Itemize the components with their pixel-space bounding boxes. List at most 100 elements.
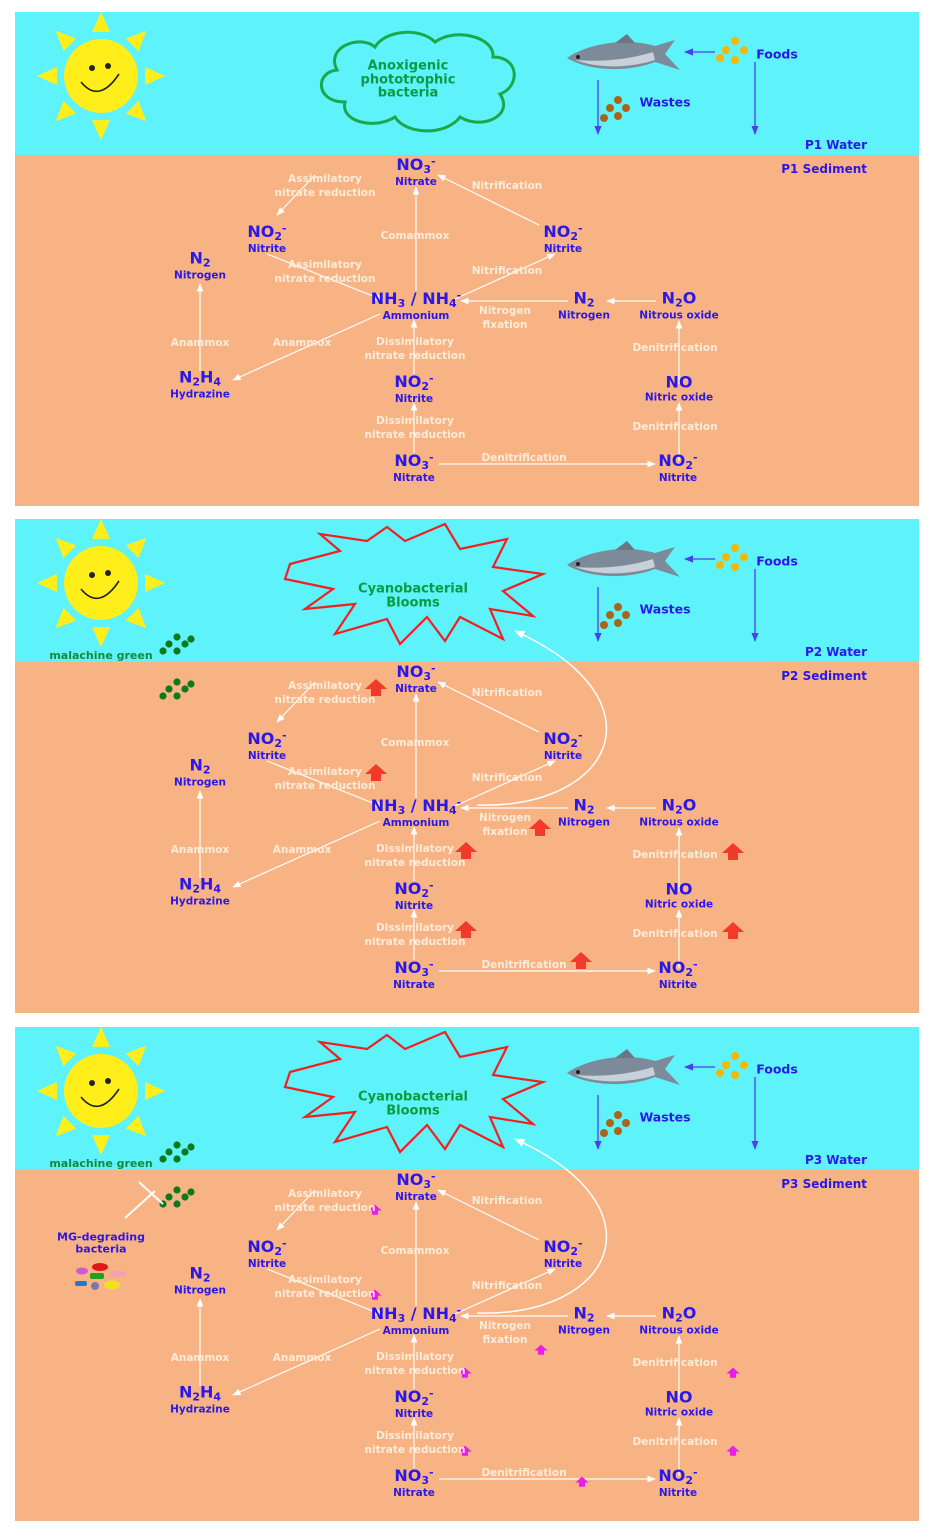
species-name: Nitrite bbox=[394, 392, 434, 405]
species-name: Nitrite bbox=[543, 242, 583, 255]
species-no3-top: NO3-Nitrate bbox=[395, 663, 437, 695]
species-formula: N2 bbox=[189, 248, 211, 270]
species-formula: N2H4 bbox=[178, 1382, 222, 1404]
process-anammox1: Anammox bbox=[170, 336, 230, 349]
species-no2-bot: NO2-Nitrite bbox=[658, 1467, 697, 1499]
increase-arrow-icon bbox=[575, 1476, 589, 1487]
species-formula: NO2- bbox=[394, 372, 434, 394]
species-name: Nitric oxide bbox=[644, 391, 714, 404]
species-name: Nitrite bbox=[543, 1257, 583, 1270]
species-name: Nitrogen bbox=[174, 1284, 226, 1297]
increase-arrow-icon bbox=[365, 679, 387, 696]
process-denit1: Denitrification bbox=[632, 848, 718, 861]
species-name: Nitrogen bbox=[558, 309, 610, 322]
reaction-arrows bbox=[196, 174, 683, 468]
species-formula: N2 bbox=[573, 795, 595, 817]
reaction-arrows bbox=[196, 630, 683, 975]
panel-graphics bbox=[37, 519, 759, 975]
arrow-ammonium-to-hydrazine bbox=[232, 1328, 381, 1396]
species-formula: NO bbox=[665, 1387, 693, 1407]
sun-icon bbox=[37, 12, 165, 140]
species-no2-mid: NO2-Nitrite bbox=[394, 880, 433, 912]
species-formula: NO bbox=[665, 372, 693, 392]
increase-arrow-icon bbox=[722, 922, 744, 939]
sediment-zone-label: P2 Sediment bbox=[781, 669, 867, 683]
species-formula: NO3- bbox=[396, 155, 436, 177]
increase-arrow-icon bbox=[365, 764, 387, 781]
species-name: Ammonium bbox=[382, 1324, 450, 1337]
arrow-assimilatory-to-nitrite bbox=[276, 174, 316, 216]
increase-arrow-icon bbox=[726, 1367, 740, 1378]
species-formula: NH3 / NH4- bbox=[370, 796, 462, 818]
species-name: Ammonium bbox=[382, 309, 450, 322]
species-name: Nitrate bbox=[395, 1190, 437, 1203]
process-denit3: Denitrification bbox=[481, 1466, 567, 1479]
species-name: Nitrous oxide bbox=[639, 309, 719, 322]
species-formula: N2O bbox=[661, 288, 697, 310]
species-no2-right: NO2-Nitrite bbox=[543, 1238, 582, 1270]
species-formula: NO3- bbox=[396, 662, 436, 684]
increase-arrow-icon bbox=[368, 1204, 382, 1215]
species-formula: NO2- bbox=[247, 222, 287, 244]
malachite-green-label: malachine green bbox=[49, 649, 153, 663]
food-dots-icon bbox=[716, 1052, 748, 1079]
process-nitrif1: Nitrification bbox=[471, 1194, 543, 1207]
species-name: Nitrate bbox=[395, 682, 437, 695]
process-anammox2: Anammox bbox=[272, 1351, 332, 1364]
species-nh: NH3 / NH4-Ammonium bbox=[371, 290, 461, 322]
species-no2-left: NO2-Nitrite bbox=[247, 730, 286, 762]
species-no3-top: NO3-Nitrate bbox=[395, 156, 437, 188]
species-name: Nitrite bbox=[247, 1257, 287, 1270]
species-name: Nitrate bbox=[393, 978, 435, 991]
species-formula: N2O bbox=[661, 1303, 697, 1325]
species-formula: N2 bbox=[573, 288, 595, 310]
increase-arrow-icon bbox=[726, 1445, 740, 1456]
species-formula: N2H4 bbox=[178, 874, 222, 896]
foods-label: Foods bbox=[756, 46, 798, 62]
species-formula: NO2- bbox=[247, 1237, 287, 1259]
process-nitrif1: Nitrification bbox=[471, 179, 543, 192]
arrow-assimilatory-to-nitrite bbox=[276, 681, 316, 723]
species-name: Nitrogen bbox=[174, 269, 226, 282]
species-formula: N2 bbox=[573, 1303, 595, 1325]
species-formula: NO bbox=[665, 879, 693, 899]
fish-icon bbox=[567, 541, 680, 577]
species-name: Nitrous oxide bbox=[639, 816, 719, 829]
increase-arrow-icon bbox=[534, 1344, 548, 1355]
arrow-ammonium-to-blooms bbox=[476, 1138, 608, 1314]
species-name: Hydrazine bbox=[170, 895, 230, 908]
species-name: Hydrazine bbox=[170, 388, 230, 401]
species-name: Nitrous oxide bbox=[639, 1324, 719, 1337]
species-formula: NO2- bbox=[658, 958, 698, 980]
process-nitrif2: Nitrification bbox=[471, 264, 543, 277]
arrow-assimilatory-to-nitrite bbox=[276, 1189, 316, 1231]
arrow-nitrification-to-nitrite bbox=[454, 253, 556, 300]
arrow-nitrification-to-nitrite bbox=[454, 760, 556, 807]
increase-arrows bbox=[368, 1204, 740, 1487]
species-name: Nitrite bbox=[658, 471, 698, 484]
wastes-label: Wastes bbox=[639, 94, 691, 110]
arrow-nitrification-to-nitrate bbox=[437, 174, 540, 226]
species-formula: NO3- bbox=[394, 451, 434, 473]
fish-icon bbox=[567, 34, 680, 70]
species-name: Nitrite bbox=[658, 978, 698, 991]
species-no3-bot: NO3-Nitrate bbox=[393, 1467, 435, 1499]
water-zone-label: P2 Water bbox=[804, 645, 867, 659]
species-formula: NO2- bbox=[394, 879, 434, 901]
process-comammox: Comammox bbox=[380, 229, 450, 242]
arrow-assimilatory-to-ammonium bbox=[266, 253, 384, 301]
inhibition-icon bbox=[124, 1181, 164, 1219]
species-name: Nitrite bbox=[394, 899, 434, 912]
water-zone-label: P3 Water bbox=[804, 1153, 867, 1167]
